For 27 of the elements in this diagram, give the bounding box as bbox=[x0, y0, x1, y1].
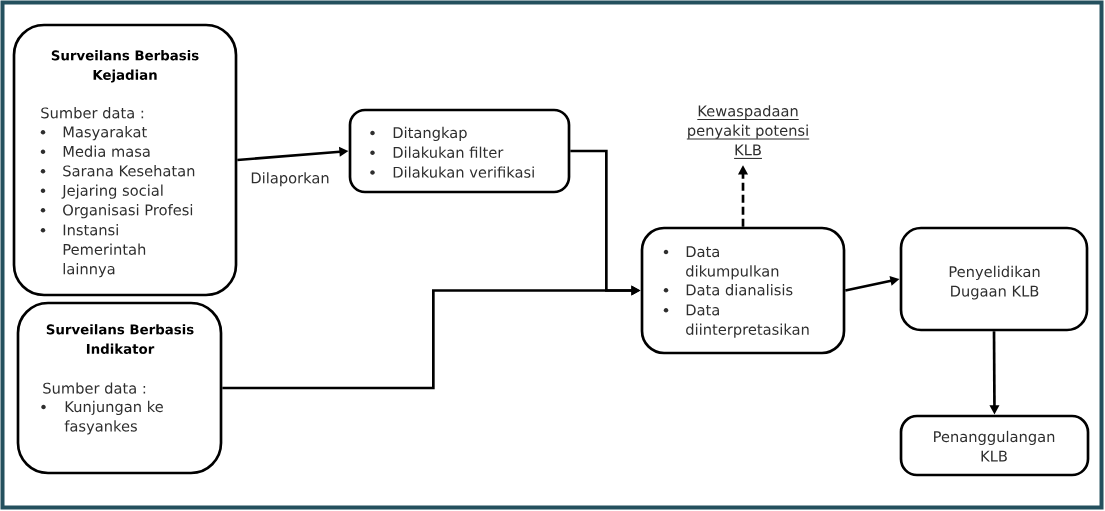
list-item: Kunjungan ke fasyankes bbox=[64, 400, 163, 435]
source-box bbox=[12, 23, 238, 297]
box-heading: Surveilans Berbasis Indikator bbox=[46, 324, 194, 354]
process-box bbox=[899, 226, 1089, 332]
box-text: Penanggulangan KLB bbox=[934, 430, 1055, 462]
list-item: Data dianalisis bbox=[686, 284, 793, 296]
process-box bbox=[899, 414, 1090, 477]
box-text: Sumber data : bbox=[41, 107, 144, 119]
list-item: Organisasi Profesi bbox=[63, 204, 193, 219]
box-text: Sumber data : bbox=[43, 382, 146, 394]
list-item: Data dikumpulkan bbox=[686, 246, 779, 280]
box-text: Penyelidikan Dugaan KLB bbox=[949, 265, 1040, 300]
list-item: Data diinterpretasikan bbox=[686, 304, 809, 338]
box-heading: Surveilans Berbasis Kejadian bbox=[51, 50, 199, 83]
list-item: Instansi Pemerintah lainnya bbox=[63, 224, 146, 278]
list-item: Masyarakat bbox=[63, 126, 147, 141]
process-box bbox=[640, 226, 846, 355]
list-item: Sarana Kesehatan bbox=[63, 165, 195, 177]
list-item: Ditangkap bbox=[393, 126, 467, 141]
list-item: Jejaring social bbox=[61, 184, 163, 199]
list-item: Dilakukan filter bbox=[393, 146, 504, 158]
source-box bbox=[16, 301, 223, 475]
process-box bbox=[348, 108, 571, 194]
underlined-note: Kewaspadaan penyakit potensi KLB bbox=[686, 105, 810, 159]
list-item: Dilakukan verifikasi bbox=[393, 166, 534, 178]
edge-label: Dilaporkan bbox=[249, 170, 331, 188]
list-item: Media masa bbox=[63, 145, 150, 157]
